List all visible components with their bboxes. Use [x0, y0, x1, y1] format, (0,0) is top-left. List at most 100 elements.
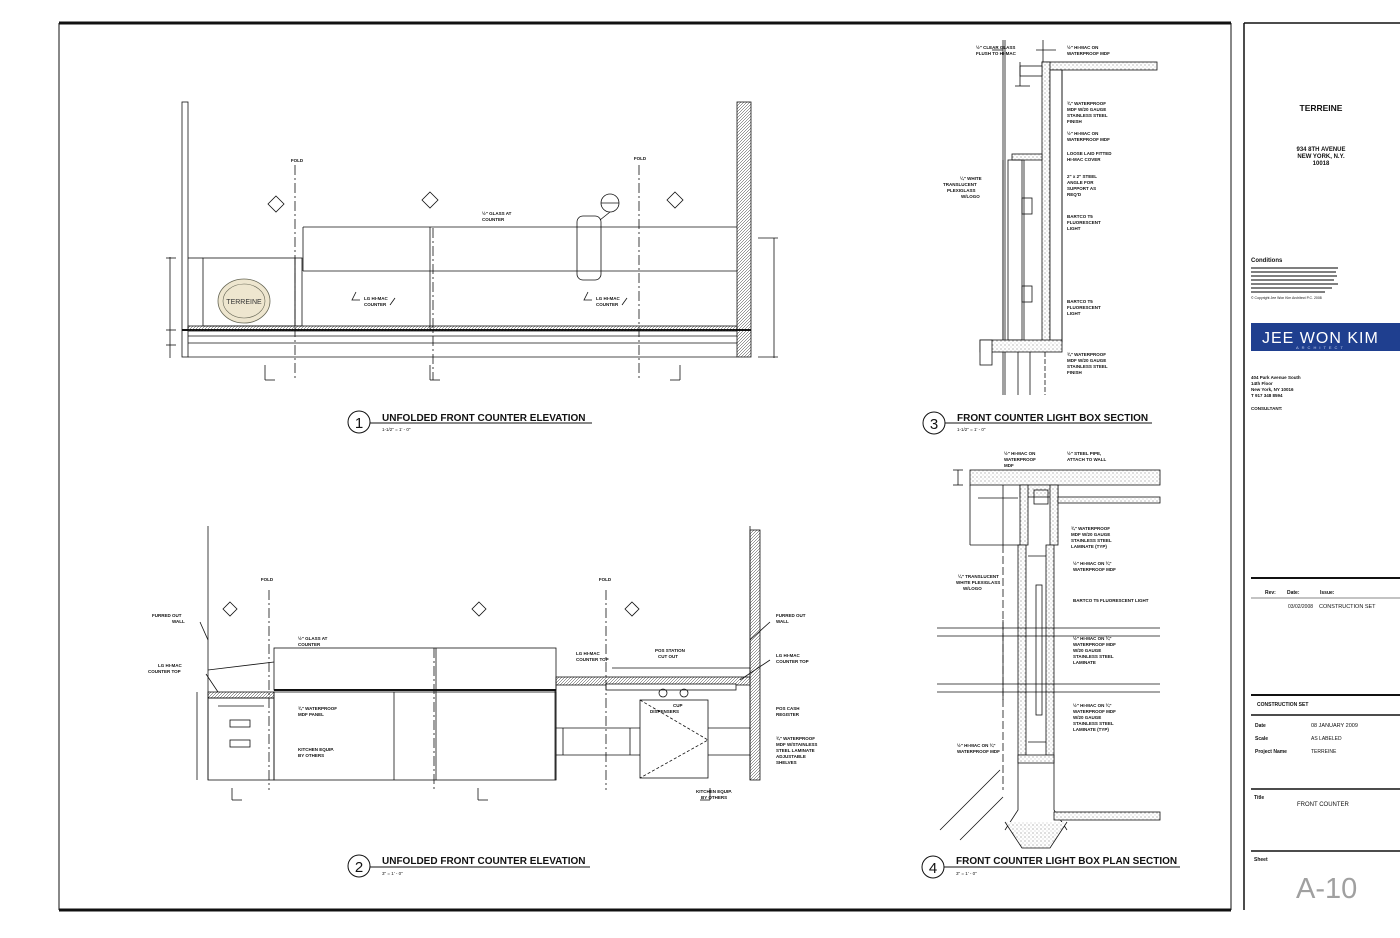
- wp-note: ¾" WATERPROOF: [1067, 351, 1106, 357]
- himac-note: MDF: [1004, 463, 1014, 468]
- wp-note: ¾" WATERPROOF: [1071, 525, 1110, 531]
- firm-logo-bg: [1251, 323, 1400, 351]
- furred-note: FURRED OUT: [776, 613, 806, 618]
- drawing-title-3: 3 FRONT COUNTER LIGHT BOX SECTION 1-1/2"…: [922, 411, 1152, 435]
- glass-note: COUNTER: [298, 642, 321, 647]
- drawing-title-2: 2 UNFOLDED FRONT COUNTER ELEVATION 3" = …: [347, 854, 590, 878]
- wp-note: ¾" WATERPROOF: [1067, 100, 1106, 106]
- plexi-note: PLEXIGLASS: [947, 188, 976, 193]
- wp-note: STAINLESS STEEL: [1071, 538, 1112, 543]
- fold-label: FOLD: [291, 158, 304, 163]
- himac-note: LG HI-MAC: [364, 296, 388, 301]
- fold-label: FOLD: [599, 577, 612, 582]
- wp-note: MDF W/20 GAUGE: [1067, 107, 1106, 112]
- kitchen-note: KITCHEN EQUIP.: [696, 789, 732, 794]
- himac-note: ½" HI-MAC ON ¾": [1073, 560, 1112, 566]
- set-label: CONSTRUCTION SET: [1257, 702, 1308, 708]
- pos-note: POS STATION: [655, 648, 685, 653]
- rev-header: Rev:: [1265, 590, 1276, 596]
- himac-top-note: LG HI-MAC: [576, 651, 600, 656]
- project-address: NEW YORK, N.Y.: [1297, 154, 1345, 160]
- himac-top-note: COUNTER TOP: [576, 657, 609, 662]
- lam-note: ½" HI-MAC ON ¾": [1073, 635, 1112, 641]
- lam-note: ½" HI-MAC ON ¾": [1073, 702, 1112, 708]
- fold-label: FOLD: [634, 156, 647, 161]
- copyright: © Copyright Jee Won Kim Architect P.C. 2…: [1251, 296, 1322, 300]
- firm-address: 14th Floor: [1251, 381, 1273, 386]
- kitchen-note: BY OTHERS: [701, 795, 727, 800]
- drawing-1-elevation: [166, 101, 778, 381]
- project-name: TERREINE: [1300, 103, 1343, 113]
- himac-note: ½" HI-MAC ON: [1067, 130, 1098, 136]
- kitchen-note: BY OTHERS: [298, 753, 324, 758]
- himac-note: WATERPROOF MDF: [1067, 137, 1110, 142]
- cover-note: HI-MAC COVER: [1067, 157, 1101, 162]
- panel-note: MDF PANEL: [298, 712, 324, 717]
- himac-top-note: COUNTER TOP: [148, 669, 181, 674]
- rev-date: 03/02/2008: [1288, 604, 1313, 610]
- pos-note: CUT OUT: [658, 654, 678, 659]
- drawing-number: 4: [929, 860, 937, 877]
- rev-issue: CONSTRUCTION SET: [1319, 604, 1376, 610]
- light-note: BARTCO T5: [1067, 214, 1093, 219]
- lam-note: STAINLESS STEEL: [1073, 721, 1114, 726]
- himac-note: COUNTER: [364, 302, 387, 307]
- himac-top-note: LG HI-MAC: [158, 663, 182, 668]
- lam-note: W/20 GAUGE: [1073, 715, 1101, 720]
- scale-value: AS LABELED: [1311, 736, 1342, 742]
- cup-note: CUP: [673, 703, 683, 708]
- drawing-1-labels: FOLD FOLD ½" GLASS AT COUNTER LG HI-MAC …: [291, 156, 647, 307]
- himac-note: WATERPROOF MDF: [1073, 567, 1116, 572]
- register-note: POS CASH: [776, 706, 800, 711]
- angle-note: SUPPORT AS: [1067, 186, 1096, 191]
- wp-note: STAINLESS STEEL: [1067, 113, 1108, 118]
- cover-note: LOOSE LAID FITTED: [1067, 151, 1112, 156]
- plexi-note: WHITE PLEXIGLASS: [956, 580, 1000, 585]
- firm-logo: JEE WON KIM: [1262, 330, 1379, 347]
- drawing-scale: 1-1/2" = 1' - 0": [957, 427, 986, 432]
- himac-note: LG HI-MAC: [596, 296, 620, 301]
- drawing-1-logo: TERREINE: [217, 278, 271, 324]
- light-note: BARTCO T5: [1067, 299, 1093, 304]
- angle-note: 2" x 2" STEEL: [1067, 174, 1097, 179]
- himac-note: WATERPROOF MDF: [957, 749, 1000, 754]
- drawing-4-plan: [937, 469, 1161, 849]
- plexi-note: TRANSLUCENT: [943, 182, 977, 187]
- glass-note: ½" GLASS AT: [298, 635, 328, 641]
- himac-note: ½" HI-MAC ON ¾": [957, 742, 996, 748]
- shelves-note: STEEL LAMINATE: [776, 748, 815, 753]
- wp-note: MDF W/20 GAUGE: [1067, 358, 1106, 363]
- pipe-note: ½" STEEL PIPE,: [1067, 450, 1101, 456]
- plexi-note: ¼" TRANSLUCENT: [958, 573, 999, 579]
- himac-note: ½" HI-MAC ON: [1067, 44, 1098, 50]
- date-label: Date: [1255, 723, 1266, 729]
- furred-note: WALL: [776, 619, 789, 624]
- logo-text: TERREINE: [226, 299, 262, 306]
- shelves-note: MDF W/STAINLESS: [776, 742, 817, 747]
- himac-top-note: COUNTER TOP: [776, 659, 809, 664]
- glass-note: FLUSH TO HI-MAC: [976, 51, 1017, 56]
- consultant-label: CONSULTANT:: [1251, 406, 1283, 411]
- light-note: LIGHT: [1067, 226, 1081, 231]
- drawing-scale: 3" = 1' - 0": [956, 871, 977, 876]
- drawing-title: UNFOLDED FRONT COUNTER ELEVATION: [382, 856, 586, 867]
- fold-label: FOLD: [261, 577, 274, 582]
- date-header: Date:: [1287, 590, 1300, 596]
- light-note: LIGHT: [1067, 311, 1081, 316]
- shelves-note: SHELVES: [776, 760, 797, 765]
- drawing-title: FRONT COUNTER LIGHT BOX SECTION: [957, 413, 1148, 424]
- drawing-number: 3: [930, 416, 938, 433]
- issue-header: Issue:: [1320, 590, 1335, 596]
- firm-logo-sub: ARCHITECT: [1296, 345, 1346, 350]
- furred-note: FURRED OUT: [152, 613, 182, 618]
- lam-note: WATERPROOF MDF: [1073, 709, 1116, 714]
- title-label: Title: [1254, 795, 1264, 801]
- shelves-note: ¾" WATERPROOF: [776, 735, 815, 741]
- wp-note: LAMINATE (TYP): [1071, 544, 1107, 549]
- drawing-4-labels: ½" HI-MAC ON WATERPROOF MDF ½" STEEL PIP…: [956, 450, 1149, 754]
- firm-address: New York, NY 10016: [1251, 387, 1294, 392]
- cup-note: DISPENSERS: [650, 709, 679, 714]
- project-address: 934 8TH AVENUE: [1296, 147, 1345, 153]
- plexi-note: W/LOGO: [963, 586, 982, 591]
